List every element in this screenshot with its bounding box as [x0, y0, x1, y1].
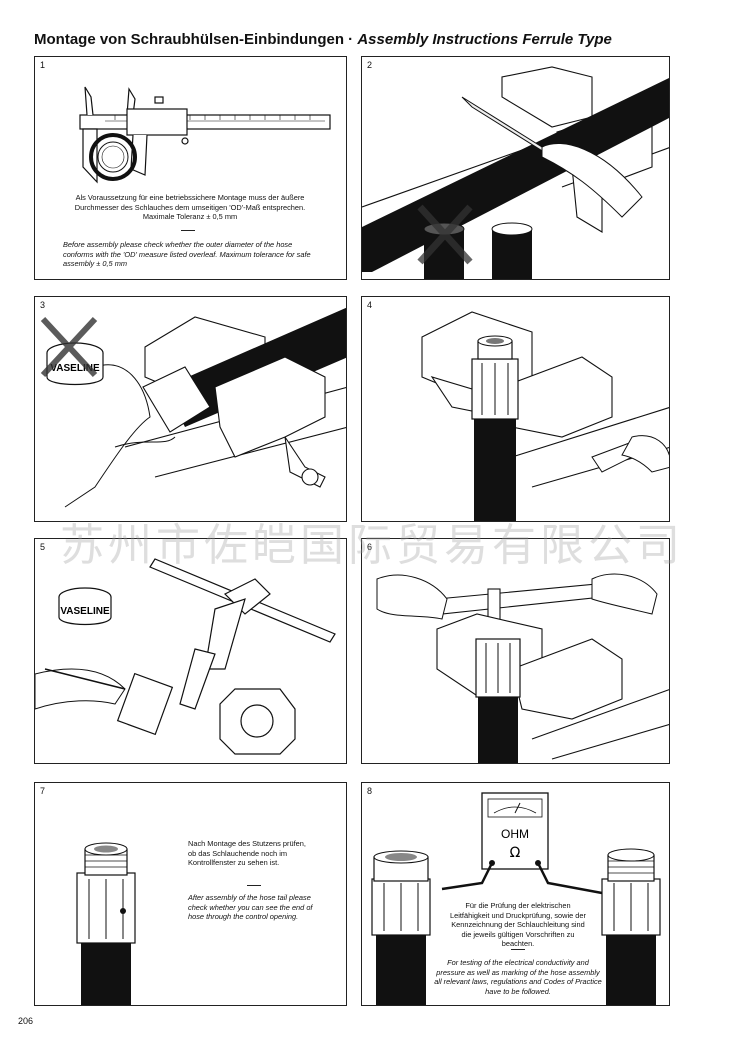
cutting-hose-illustration	[362, 66, 669, 279]
text-divider	[181, 230, 195, 231]
step-number: 3	[40, 300, 46, 310]
title-english: Assembly Instructions Ferrule Type	[357, 31, 612, 48]
meter-unit-label: OHM	[501, 827, 529, 841]
press-mandrel-illustration	[376, 573, 669, 763]
step-panel-4: 4	[361, 296, 670, 522]
step-panel-5: 5 VASELINE	[34, 538, 347, 764]
title-separator: ·	[344, 31, 358, 48]
ohm-meter-test-illustration: OHM Ω	[371, 792, 661, 1005]
caliper-illustration	[79, 86, 331, 184]
assembled-hose-tail-illustration	[76, 842, 136, 1005]
text-divider	[247, 885, 261, 886]
page-title: Montage von Schraubhülsen-Einbindungen ·…	[34, 31, 612, 48]
step-panel-8: 8 OHM Ω Für die Prüfung der elektrischen…	[361, 782, 670, 1006]
ohm-symbol: Ω	[510, 845, 521, 861]
step-panel-2: 2	[361, 56, 670, 280]
step8-text-english: For testing of the electrical conductivi…	[434, 958, 602, 997]
hose-in-vise-illustration: VASELINE	[40, 307, 346, 508]
ohm-meter: OHM Ω	[481, 792, 549, 870]
ferrule-on-hose-illustration	[421, 311, 669, 521]
step-number: 1	[40, 60, 46, 70]
step-number: 2	[367, 60, 373, 70]
step8-text-german: Für die Prüfung der elektrischen Leitfäh…	[450, 901, 586, 949]
title-german: Montage von Schraubhülsen-Einbindungen	[34, 31, 344, 48]
step1-text-english: Before assembly please check whether the…	[63, 240, 311, 269]
watermark: 苏州市佐皑国际贸易有限公司	[60, 520, 684, 571]
step-number: 6	[367, 542, 373, 552]
vaseline-jar-label: VASELINE	[60, 606, 110, 617]
step-number: 7	[40, 786, 46, 796]
step-number: 5	[40, 542, 46, 552]
step-panel-6: 6	[361, 538, 670, 764]
page-number: 206	[18, 1016, 34, 1026]
vaseline-jar-label: VASELINE	[50, 363, 100, 374]
step7-text-german: Nach Montage des Stutzens prüfen, ob das…	[188, 839, 306, 868]
step-number: 8	[367, 786, 373, 796]
step-panel-3: 3 VASELINE	[34, 296, 347, 522]
step-panel-7: 7 Nach Montage des Stutzens prüfen, ob d…	[34, 782, 347, 1006]
step-panel-1: 1 Als Voraussetzung für eine betriebssic…	[34, 56, 347, 280]
step-number: 4	[367, 300, 373, 310]
step1-text-german: Als Voraussetzung für eine betriebssiche…	[74, 193, 306, 222]
step7-text-english: After assembly of the hose tail please c…	[188, 893, 313, 922]
text-divider	[511, 949, 525, 950]
vaseline-and-mandrel-illustration: VASELINE	[35, 558, 336, 755]
